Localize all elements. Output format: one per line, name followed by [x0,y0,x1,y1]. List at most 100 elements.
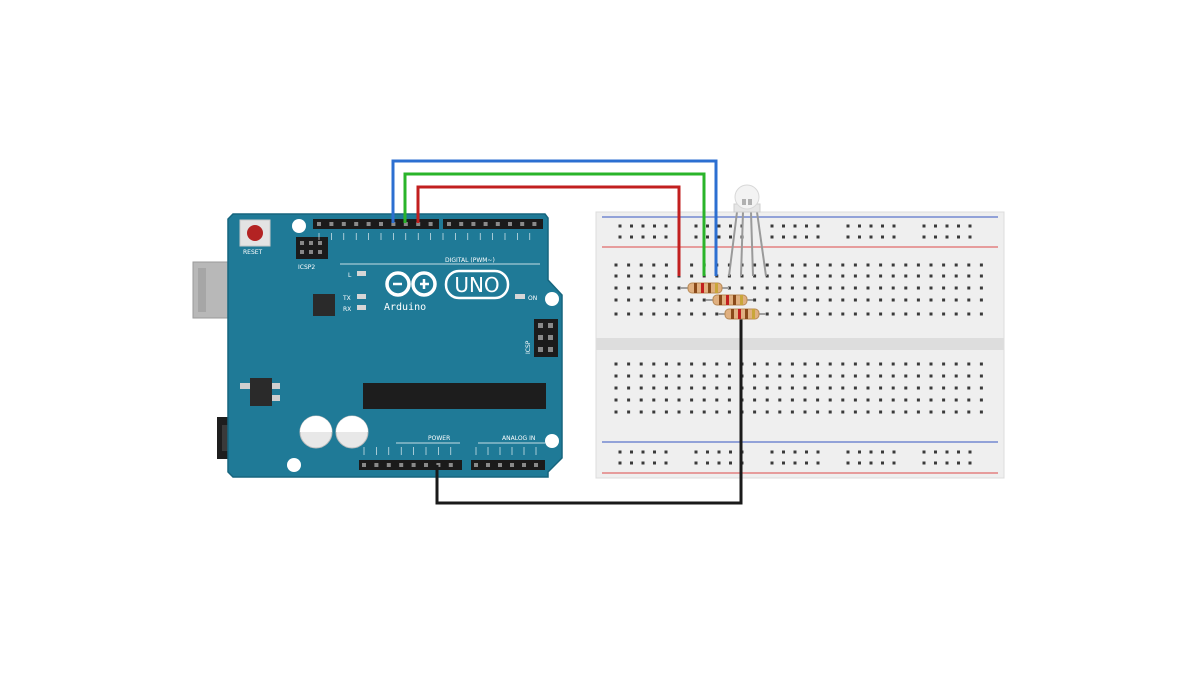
rail-hole [641,461,645,465]
breadboard-hole [904,263,908,267]
breadboard-hole [891,398,895,402]
rail-hole [846,450,850,454]
breadboard-hole [891,286,895,290]
header-pin [354,222,359,226]
rail-hole [641,224,645,228]
breadboard-hole [816,298,820,302]
reset-button-cap[interactable] [247,225,263,241]
rail-hole [858,450,861,454]
header-pin [520,222,525,226]
header-pin [411,463,416,467]
breadboard-hole [954,263,958,267]
rail-hole [630,224,633,228]
breadboard [595,211,1005,479]
rail-hole [618,450,622,454]
breadboard-hole [652,398,656,402]
breadboard-hole [828,263,832,267]
breadboard-hole [627,398,631,402]
mounting-hole [545,292,559,306]
breadboard-hole [916,312,920,316]
breadboard-hole [627,274,631,278]
breadboard-hole [639,312,643,316]
breadboard-hole [740,286,744,290]
breadboard-hole [979,263,983,267]
breadboard-hole [765,374,769,378]
breadboard-hole [702,398,706,402]
breadboard-hole [853,386,857,390]
breadboard-hole [904,362,908,366]
breadboard-hole [803,286,807,290]
header-pin [391,222,396,226]
rail-hole [782,450,785,454]
rail-hole [706,450,709,454]
rail-hole [717,450,721,454]
breadboard-hole [690,274,694,278]
breadboard-hole [803,374,807,378]
breadboard-hole [790,274,794,278]
led-l-label: L [348,272,352,279]
rail-hole [869,224,873,228]
rail-hole [770,235,774,239]
breadboard-hole [828,374,832,378]
breadboard-hole [879,362,883,366]
breadboard-hole [753,362,757,366]
breadboard-hole [967,362,971,366]
breadboard-hole [942,386,946,390]
breadboard-hole [790,398,794,402]
header-pin [403,222,408,226]
breadboard-hole [753,398,757,402]
header-pin [428,222,433,226]
breadboard-hole [879,274,883,278]
breadboard-hole [929,410,933,414]
breadboard-hole [929,274,933,278]
rail-hole [664,450,668,454]
breadboard-hole [652,312,656,316]
breadboard-hole [904,386,908,390]
wire-black [435,318,743,505]
breadboard-hole [828,274,832,278]
breadboard-hole [879,286,883,290]
breadboard-hole [652,386,656,390]
breadboard-hole [690,312,694,316]
breadboard-hole [790,298,794,302]
breadboard-hole [916,298,920,302]
rail-hole [816,461,820,465]
led-tx-indicator [357,294,366,299]
breadboard-hole [778,386,782,390]
breadboard-hole [765,274,769,278]
rail-hole [782,235,785,239]
rail-hole [653,461,656,465]
breadboard-hole [853,410,857,414]
rail-hole [892,235,896,239]
breadboard-hole [979,398,983,402]
led-on-label: ON [528,295,537,302]
breadboard-hole [702,362,706,366]
rail-hole [957,224,960,228]
breadboard-hole [702,386,706,390]
breadboard-hole [942,312,946,316]
breadboard-hole [803,362,807,366]
header-pin [416,222,421,226]
breadboard-hole [954,274,958,278]
breadboard-hole [967,298,971,302]
board-model-label: UNO [454,273,499,297]
breadboard-hole [627,298,631,302]
header-pin [534,463,538,467]
breadboard-hole [954,410,958,414]
breadboard-hole [828,362,832,366]
rail-hole [630,450,633,454]
breadboard-hole [790,286,794,290]
header-pin [362,463,366,467]
breadboard-hole [765,410,769,414]
breadboard-hole [853,274,857,278]
rail-hole [816,235,820,239]
rail-hole [805,461,808,465]
analog-header [471,460,545,470]
breadboard-hole [614,398,618,402]
wires [391,159,743,505]
rail-hole [770,450,774,454]
header-pin [495,222,500,226]
digital-header-right [443,219,543,229]
breadboard-hole [639,398,643,402]
